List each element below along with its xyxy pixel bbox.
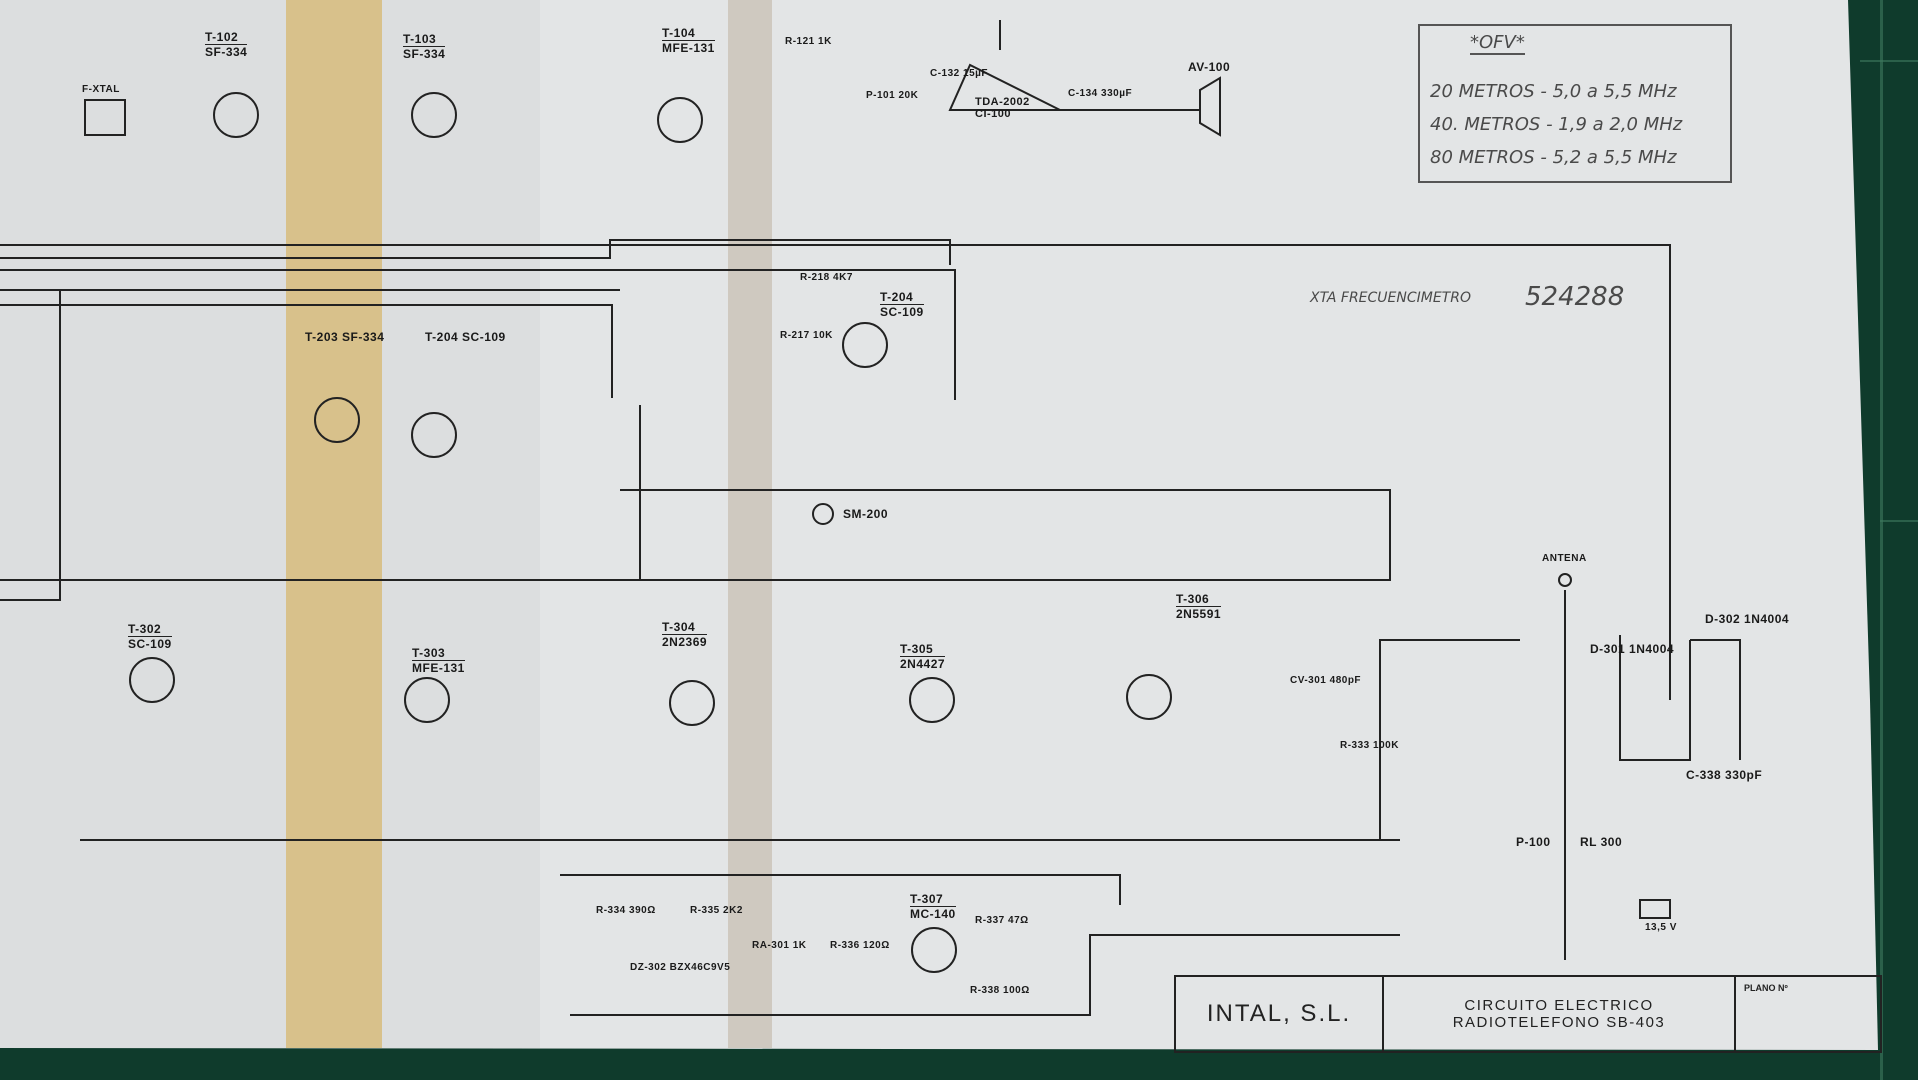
note-title: *OFV*: [1470, 32, 1525, 55]
component-label: R-121 1K: [785, 36, 832, 47]
component-label: C-132 15µF: [930, 68, 989, 79]
component-label: F-XTAL: [82, 84, 120, 95]
component-label: P-100: [1516, 835, 1551, 849]
component-label: R-336 120Ω: [830, 940, 890, 951]
component-label: DZ-302 BZX46C9V5: [630, 962, 731, 973]
drawing-title-line2: RADIOTELEFONO SB-403: [1452, 1014, 1666, 1031]
xtal-note-label: XTA FRECUENCIMETRO: [1310, 290, 1471, 306]
component-label: R-338 100Ω: [970, 985, 1030, 996]
yellow-tape-strip: [286, 0, 382, 1048]
mat-grid-line: [1860, 60, 1918, 62]
component-label: RL 300: [1580, 835, 1623, 849]
plano-number-label: PLANO Nº: [1744, 983, 1788, 993]
component-label: D-302 1N4004: [1705, 612, 1790, 626]
component-label: SM-200: [843, 507, 889, 521]
xtal-note-value: 524288: [1525, 282, 1625, 312]
component-label: RA-301 1K: [752, 940, 807, 951]
component-label: CV-301 480pF: [1290, 675, 1362, 686]
component-label: C-134 330µF: [1068, 88, 1133, 99]
note-row: 80 METROS - 5,2 a 5,5 MHz: [1430, 147, 1677, 168]
component-label: R-335 2K2: [690, 905, 743, 916]
note-row: 40. METROS - 1,9 a 2,0 MHz: [1430, 114, 1683, 135]
drawing-title: CIRCUITO ELECTRICO RADIOTELEFONO SB-403: [1384, 977, 1736, 1051]
drawing-title-line1: CIRCUITO ELECTRICO: [1464, 997, 1654, 1014]
component-label: ANTENA: [1542, 553, 1587, 564]
title-block: INTAL, S.L. CIRCUITO ELECTRICO RADIOTELE…: [1174, 975, 1882, 1053]
mat-grid-line: [1880, 0, 1883, 1080]
component-label: D-301 1N4004: [1590, 642, 1675, 656]
component-label: 13,5 V: [1645, 922, 1677, 933]
note-row: 20 METROS - 5,0 a 5,5 MHz: [1430, 81, 1677, 102]
clear-tape-strip: [728, 0, 772, 1048]
component-label: T-203 SF-334: [305, 330, 385, 344]
handwritten-frequency-note: *OFV* 20 METROS - 5,0 a 5,5 MHz 40. METR…: [1418, 24, 1732, 183]
component-label: R-337 47Ω: [975, 915, 1029, 926]
component-label: AV-100: [1188, 60, 1231, 74]
component-label: R-333 100K: [1340, 740, 1399, 751]
component-label: R-217 10K: [780, 330, 833, 341]
component-label: R-334 390Ω: [596, 905, 656, 916]
company-name: INTAL, S.L.: [1176, 977, 1384, 1051]
component-label: P-101 20K: [866, 90, 919, 101]
mat-grid-line: [1880, 520, 1918, 522]
component-label: C-338 330pF: [1686, 768, 1763, 782]
component-label: R-218 4K7: [800, 272, 853, 283]
component-label: T-204 SC-109: [425, 330, 506, 344]
